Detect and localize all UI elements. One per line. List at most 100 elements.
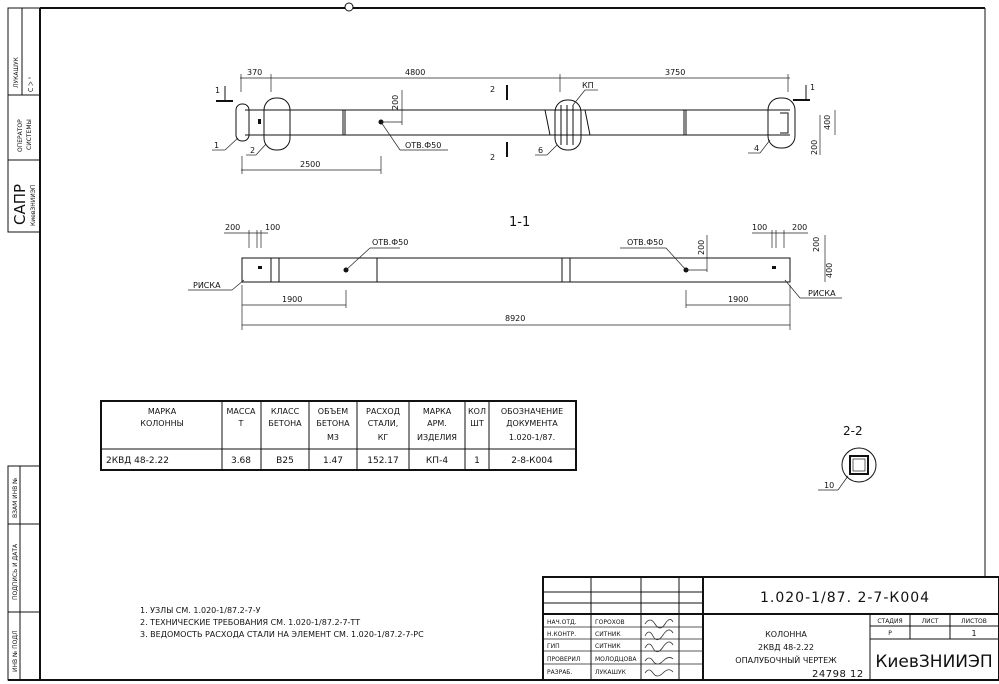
th-volume-2: БЕТОНА — [316, 419, 350, 428]
side-name: ЛУКАШУК — [13, 56, 20, 88]
embedded-part-4 — [767, 97, 796, 149]
th-arm-3: ИЗДЕЛИЯ — [417, 433, 457, 442]
dim-3750: 3750 — [665, 68, 685, 77]
dim-200-plan: 200 — [810, 140, 819, 155]
cell-mark: 2КВД 48-2.22 — [106, 456, 169, 466]
th-qty-2: ШТ — [470, 419, 484, 428]
side-operator: ОПЕРАТОР — [17, 119, 24, 152]
dim-2500: 2500 — [300, 160, 320, 169]
kp-detail — [554, 99, 582, 151]
th-steel: РАСХОД — [366, 407, 400, 416]
embedded-part-2 — [263, 97, 291, 151]
th-doc: ОБОЗНАЧЕНИЕ — [501, 407, 563, 416]
organization: КиевЗНИИЭП — [875, 652, 992, 672]
th-qty: КОЛ — [468, 407, 486, 416]
th-doc-3: 1.020-1/87. — [509, 433, 555, 442]
name-developed: ЛУКАШУК — [595, 669, 627, 676]
archive-number: 24798 12 — [812, 669, 864, 680]
cell-arm: КП-4 — [426, 456, 448, 466]
side-strip-bottom: ВЗАМ ИНВ № ПОДПИСЬ И ДАТА ИНВ № ПОДЛ — [7, 465, 41, 681]
dim-200-hole-right: 200 — [697, 240, 706, 255]
dim-1900-left: 1900 — [282, 295, 302, 304]
dim-8920: 8920 — [505, 314, 525, 323]
callout-1: 1 — [214, 141, 219, 150]
dim-200-left: 200 — [225, 223, 240, 232]
th-mark-2: КОЛОННЫ — [140, 419, 183, 428]
note-2: 2. ТЕХНИЧЕСКИЕ ТРЕБОВАНИЯ СМ. 1.020-1/87… — [140, 618, 360, 627]
cell-doc: 2-8-К004 — [511, 456, 553, 466]
th-mark: МАРКА — [148, 407, 177, 416]
dim-100-left: 100 — [265, 223, 280, 232]
dim-370: 370 — [247, 68, 262, 77]
side-inv-orig: ИНВ № ПОДЛ — [12, 630, 19, 672]
role-checked: ПРОВЕРИЛ — [547, 656, 580, 663]
th-mass: МАССА — [226, 407, 256, 416]
callout-6: 6 — [538, 146, 543, 155]
kp-label: КП — [582, 81, 594, 90]
signatures — [644, 619, 674, 677]
section-1-1-title: 1-1 — [509, 215, 530, 230]
th-steel-3: КГ — [378, 433, 389, 442]
section-1-1: 1-1 200 100 100 200 ОТВ.Ф50 ОТВ.Ф50 200 … — [188, 215, 842, 330]
sheet-label: ЛИСТ — [922, 618, 939, 625]
callout-4: 4 — [754, 144, 759, 153]
section-1-right: 1 — [810, 83, 815, 92]
name-checked: МОЛОДЦОВА — [595, 656, 637, 663]
plan-view: 370 4800 3750 200 ОТВ.Ф50 2 2 КП 1 1 1 2 — [212, 68, 836, 174]
drawing-title-3: ОПАЛУБОЧНЫЙ ЧЕРТЕЖ — [735, 654, 837, 665]
section-2-2-title: 2-2 — [843, 424, 863, 438]
section-2-2: 2-2 10 — [818, 424, 877, 491]
side-replace-inv: ВЗАМ ИНВ № — [12, 478, 19, 518]
section-2-bottom: 2 — [490, 153, 495, 162]
name-norm-control: СИТНИК — [595, 631, 621, 638]
drawing-title-1: КОЛОННА — [765, 630, 807, 639]
role-chief-engineer: ГИП — [547, 643, 560, 650]
hole-label-left: ОТВ.Ф50 — [372, 238, 408, 247]
section-1-left: 1 — [215, 86, 220, 95]
notes: 1. УЗЛЫ СМ. 1.020-1/87.2-7-У 2. ТЕХНИЧЕС… — [140, 606, 424, 639]
stage-label: СТАДИЯ — [877, 618, 902, 625]
section-2-top: 2 — [490, 85, 495, 94]
th-arm: МАРКА — [423, 407, 452, 416]
side-strip-top: ЛУКАШУК ᑕ ᐳ ᐢ ОПЕРАТОР СИСТЕМЫ САПР Киев… — [7, 7, 41, 233]
th-doc-2: ДОКУМЕНТА — [506, 419, 558, 428]
cell-class: В25 — [276, 456, 294, 466]
mark-label-right: РИСКА — [808, 289, 836, 298]
role-head-dept: НАЧ.ОТД. — [547, 619, 577, 626]
callout-10: 10 — [824, 481, 834, 490]
th-class-2: БЕТОНА — [268, 419, 302, 428]
side-system: СИСТЕМЫ — [26, 119, 33, 150]
dim-400: 400 — [823, 115, 832, 130]
dim-1900-right: 1900 — [728, 295, 748, 304]
th-class: КЛАСС — [271, 407, 300, 416]
cell-steel: 152.17 — [367, 456, 399, 466]
sheets-label: ЛИСТОВ — [961, 618, 987, 625]
role-norm-control: Н.КОНТР. — [547, 631, 576, 638]
cell-volume: 1.47 — [323, 456, 343, 466]
mark-label-left: РИСКА — [193, 281, 221, 290]
title-block: НАЧ.ОТД. ГОРОХОВ Н.КОНТР. СИТНИК ГИП СИТ… — [542, 576, 999, 681]
sheet-frame — [8, 2, 999, 681]
side-sign-date: ПОДПИСЬ И ДАТА — [12, 543, 19, 600]
note-3: 3. ВЕДОМОСТЬ РАСХОДА СТАЛИ НА ЭЛЕМЕНТ СМ… — [140, 630, 424, 639]
stage-value: Р — [888, 630, 892, 637]
th-volume-3: М3 — [327, 433, 339, 442]
spec-table: МАРКА КОЛОННЫ МАССА Т КЛАСС БЕТОНА ОБЪЕМ… — [100, 400, 577, 471]
cell-qty: 1 — [474, 456, 480, 466]
th-mass-2: Т — [238, 419, 244, 428]
dim-4800: 4800 — [405, 68, 425, 77]
role-developed: РАЗРАБ. — [547, 669, 572, 676]
dim-200-hole: 200 — [391, 95, 400, 110]
dim-200-right: 200 — [792, 223, 807, 232]
dim-100-right: 100 — [752, 223, 767, 232]
note-1: 1. УЗЛЫ СМ. 1.020-1/87.2-7-У — [140, 606, 261, 615]
side-sapr: САПР — [11, 184, 29, 225]
th-arm-2: АРМ. — [427, 419, 447, 428]
name-chief-engineer: СИТНИК — [595, 643, 621, 650]
dim-400-v: 400 — [825, 263, 834, 278]
drawing-title-2: 2КВД 48-2.22 — [758, 643, 814, 652]
document-number: 1.020-1/87. 2-7-К004 — [760, 590, 930, 606]
name-head-dept: ГОРОХОВ — [595, 619, 625, 626]
side-org: КиевЗНИИЭП — [30, 185, 37, 226]
